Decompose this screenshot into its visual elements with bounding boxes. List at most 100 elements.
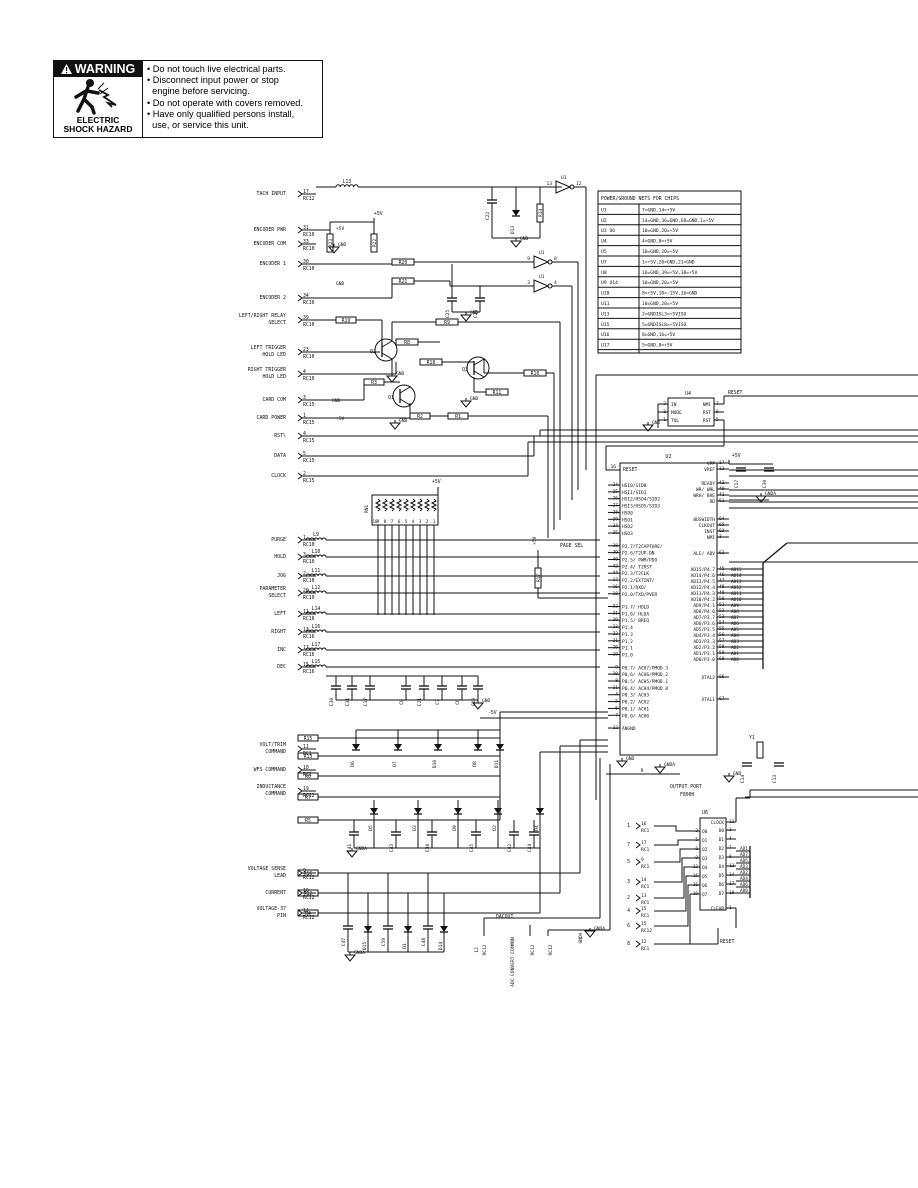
- supply-label: +5V: [432, 479, 441, 485]
- input-label: PURGE: [271, 537, 286, 543]
- resistor-label: R21: [399, 279, 408, 285]
- u6-pin-name: Q5: [702, 874, 708, 880]
- connector-ref: RC12: [303, 793, 315, 799]
- diode-label: D3: [412, 825, 418, 831]
- input-label: ENCODER 2: [260, 295, 287, 301]
- connector-pin: 11: [303, 744, 309, 750]
- hazard-line-1: ELECTRIC: [76, 115, 120, 125]
- ground-label: GND: [396, 371, 405, 377]
- u2-pin-name: P2.3/T2CLK: [622, 571, 649, 577]
- u2-pin-name: P1.0: [622, 653, 633, 659]
- u2-pin-name: WRH/ BHE: [693, 493, 715, 499]
- inverter: [555, 180, 572, 194]
- warning-item: engine before servicing.: [147, 86, 250, 97]
- u6-pin-name: Q6: [702, 883, 708, 889]
- inductor-label: L13: [343, 179, 352, 185]
- u6-pin-name: D2: [719, 846, 725, 852]
- table-chip: U13: [601, 311, 610, 317]
- diode-label: D2: [492, 825, 498, 831]
- capacitor-label: C13: [772, 775, 778, 784]
- connector-arrow: [297, 414, 303, 422]
- connector-arrow: [297, 240, 303, 248]
- diode-label: D15: [362, 942, 368, 951]
- u6-pin-name: Q4: [702, 865, 708, 871]
- inverter-pin: 13: [546, 181, 552, 187]
- dacout-label: DACOUT: [496, 914, 513, 920]
- table-chip: U1: [601, 207, 607, 213]
- u2-pin-name: P2.0/TXD/PVER: [622, 592, 658, 598]
- inverter-pin: 12: [576, 181, 582, 187]
- u2-pin-name: HSI0/SID0: [622, 483, 647, 489]
- u4-pin-name: TOL: [671, 418, 679, 424]
- u2-pin-name: P1.6/ HLDA: [622, 611, 649, 617]
- u2-pin-name: AD1/P3.1: [693, 651, 715, 657]
- connector-pin: 13: [641, 893, 647, 899]
- ground-icon: [641, 424, 655, 432]
- resistor-label: R17: [536, 574, 542, 583]
- inverter-pin: 9: [527, 256, 530, 262]
- u2-pin-name: AD14/P4.6: [691, 573, 716, 579]
- u4-pin-name: NMI: [703, 402, 711, 408]
- diode: [364, 926, 372, 932]
- bus-label: AD4: [731, 633, 739, 639]
- transistor: [392, 384, 416, 408]
- connector-ref: RC10: [303, 376, 315, 382]
- u2-pin-name: HSO1: [622, 517, 633, 523]
- u2-pin-name: AD15/P4.7: [691, 567, 716, 573]
- u4-pin-name: RST: [703, 418, 711, 424]
- bus-label: AD6: [740, 882, 748, 888]
- input-label: INDUCTANCE: [257, 784, 286, 790]
- output-addr-label: F800H: [680, 792, 695, 798]
- connector-pin: 16: [641, 821, 647, 827]
- connector-ref: RC1: [641, 900, 650, 906]
- transistor-collector: [381, 340, 393, 348]
- u6-label: U6: [702, 810, 708, 816]
- u2-pin-name: AD12/P4.4: [691, 585, 716, 591]
- capacitor-label: C21: [417, 698, 423, 707]
- u2-pin-name: P0.4/ ACH4/PMOD.0: [622, 686, 668, 692]
- inductor: [305, 629, 327, 633]
- connector-arrow: [635, 878, 641, 886]
- capacitor-label: C14: [740, 775, 746, 784]
- rn-element: [381, 498, 389, 512]
- out-port-number: 1: [627, 823, 630, 829]
- inverter: [533, 255, 550, 269]
- inverter-pin: 4: [554, 280, 557, 286]
- hazard-line-2: SHOCK HAZARD: [63, 124, 133, 134]
- connector-pin: 20: [303, 588, 309, 594]
- u2-pin-name: HSO2: [622, 524, 633, 530]
- table-chip: U4: [601, 239, 607, 245]
- input-label: ENCODER COM: [254, 241, 286, 247]
- supply-label: +5V: [336, 226, 345, 232]
- connector-ref: RC16: [303, 616, 315, 622]
- inverter-pin: 3: [527, 280, 530, 286]
- connector-arrow: [635, 841, 641, 849]
- u2-pin-name: P0.2/ ACH2: [622, 700, 649, 706]
- u2-pin-name: P0.1/ ACH1: [622, 706, 649, 712]
- resistor-label: R16: [304, 871, 313, 877]
- inductor-label: L9: [313, 532, 319, 538]
- u2-pin-name: P2.5/ PWM/PDO: [622, 557, 658, 563]
- rn-pin: 10: [372, 519, 378, 524]
- warning-item: • Disconnect input power or stop: [147, 75, 279, 86]
- diode-label: D4: [534, 825, 540, 831]
- address-bus: [762, 542, 788, 564]
- out-port-wire: [654, 825, 690, 832]
- out-port-wire: [654, 884, 690, 927]
- transistor-collector: [473, 358, 485, 366]
- connector-ref: RC15: [303, 402, 315, 408]
- table-chip: U11: [601, 301, 610, 307]
- table-net: 8=+5V,10=-15V,16=GND: [642, 291, 698, 297]
- warning-title: WARNING: [74, 62, 136, 76]
- u6-pin-name: D0: [719, 828, 725, 834]
- u2-pin-name: P1.7/ HOLD: [622, 605, 649, 611]
- input-label: TACH INPUT: [257, 191, 286, 197]
- ground-label: GNDA: [356, 846, 367, 852]
- bus-label: AD12: [731, 585, 742, 591]
- inductor: [305, 611, 327, 615]
- u2-pin-name: READY: [701, 481, 715, 487]
- connector-arrow: [297, 452, 303, 460]
- connector-pin: 12: [474, 947, 480, 953]
- bus-label: AD4: [740, 876, 748, 882]
- inductor-label: L16: [312, 624, 321, 630]
